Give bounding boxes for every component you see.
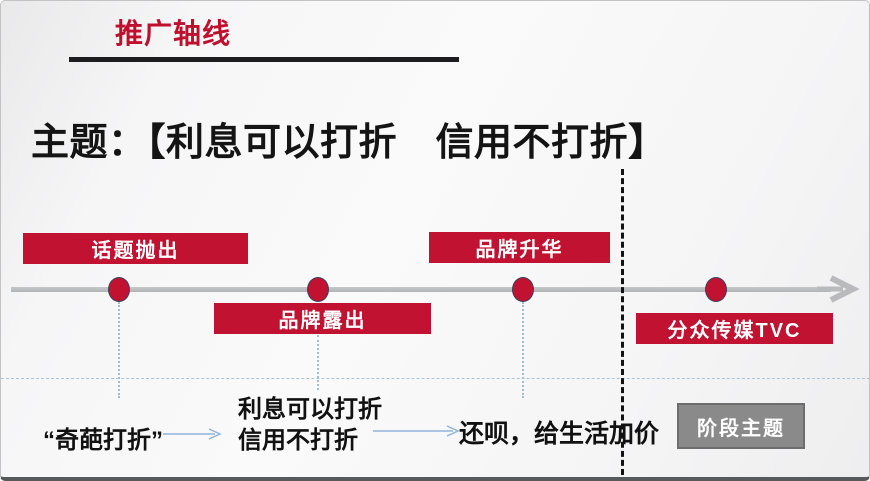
- timeline-dot-1: [108, 277, 130, 302]
- timeline-dot-3: [512, 277, 534, 302]
- timeline-dot-4: [705, 277, 727, 302]
- stage-theme-box: 阶段主题: [677, 403, 805, 449]
- timeline-dot-2: [307, 277, 329, 302]
- flow-arrow-icon-2: [373, 425, 460, 437]
- timeline-arrowhead-icon: [817, 275, 860, 303]
- flow-step-3: 还呗，给生活加价: [459, 420, 660, 448]
- milestone-box-brand-elevation: 品牌升华: [429, 232, 610, 263]
- stage-theme-dashed-line: [1, 378, 869, 379]
- milestone-box-topic-launch: 话题抛出: [23, 233, 248, 264]
- main-heading: 主题：【利息可以打折 信用不打折】: [31, 122, 667, 164]
- flow-step-1: “奇葩打折”: [43, 427, 163, 454]
- timeline-axis-line: [11, 287, 831, 292]
- flow-arrow-icon-1: [163, 428, 222, 440]
- connector-line-3: [522, 302, 524, 398]
- milestone-box-focus-media-tvc: 分众传媒TVC: [636, 313, 833, 344]
- flow-step-2: 利息可以打折 信用不打折: [238, 396, 382, 454]
- connector-line-2: [317, 335, 319, 390]
- connector-line-1: [118, 302, 120, 398]
- milestone-box-brand-exposure: 品牌露出: [214, 303, 431, 334]
- phase-divider-dashed-line: [621, 169, 624, 475]
- title-underline: [69, 57, 459, 62]
- section-title: 推广轴线: [115, 18, 232, 49]
